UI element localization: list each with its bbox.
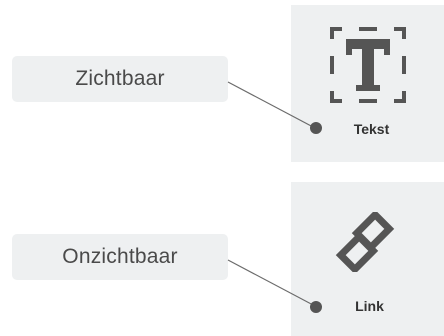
text-widget-label: Tekst — [353, 121, 390, 137]
link-widget-label: Link — [355, 298, 384, 314]
callout-visible: Zichtbaar — [12, 56, 228, 102]
callout-invisible: Onzichtbaar — [12, 234, 228, 280]
link-icon — [335, 212, 395, 272]
callout-visible-label: Zichtbaar — [75, 67, 165, 90]
link-widget-tile[interactable]: Link — [291, 182, 444, 336]
callout-invisible-label: Onzichtbaar — [62, 245, 178, 268]
text-widget-tile[interactable]: Tekst — [291, 5, 444, 162]
text-icon — [330, 27, 406, 103]
